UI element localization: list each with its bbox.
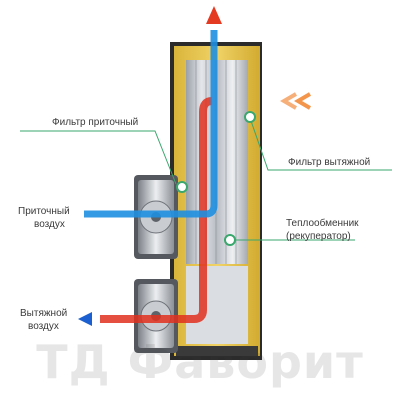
label-heat-exchanger-line1: Теплообменник [286, 218, 359, 229]
label-filter-supply: Фильтр приточный [52, 117, 139, 128]
label-exhaust-air-line2: воздух [28, 321, 59, 332]
label-heat-exchanger: Теплообменник (рекуператор) [286, 217, 359, 243]
callout-markers [176, 111, 256, 246]
label-exhaust-air: Вытяжной воздух [20, 307, 67, 333]
callout-leader-lines [20, 117, 392, 241]
label-supply-air-line1: Приточный [18, 206, 70, 217]
label-supply-air-line2: воздух [34, 219, 65, 230]
label-exhaust-air-line1: Вытяжной [20, 308, 68, 319]
label-supply-air: Приточный воздух [18, 205, 70, 231]
label-filter-exhaust: Фильтр вытяжной [288, 157, 371, 168]
watermark: ТД Фаворит [36, 335, 364, 389]
label-heat-exchanger-line2: (рекуператор) [286, 231, 351, 242]
air-flow-arrows [78, 6, 330, 326]
